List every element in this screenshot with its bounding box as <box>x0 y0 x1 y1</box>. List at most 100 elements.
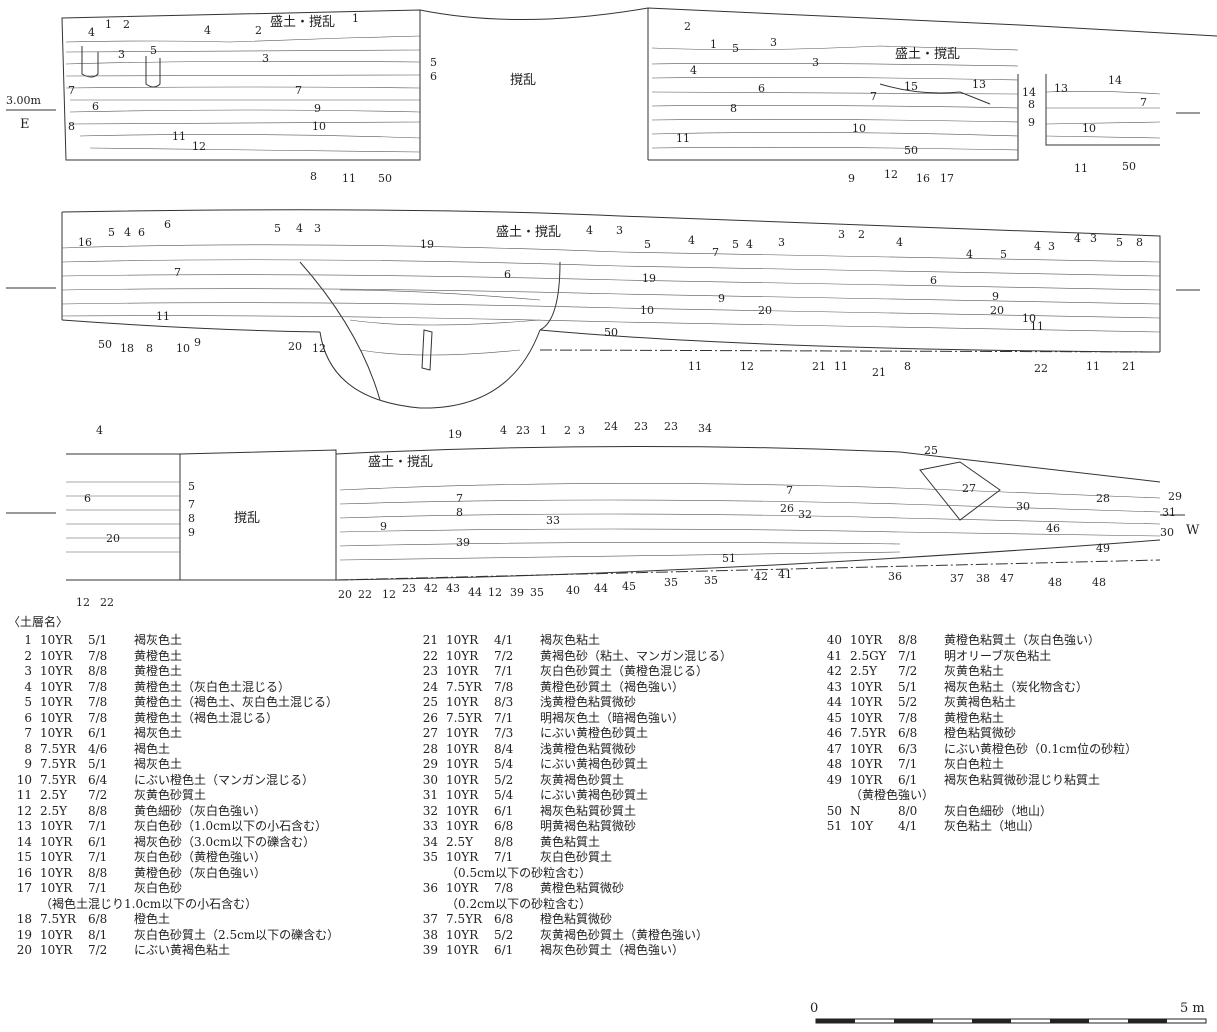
legend-color-code: 10YR <box>40 834 73 849</box>
legend-color-value: 4/1 <box>898 819 918 833</box>
legend-description: 褐灰色砂（3.0cm以下の礫含む） <box>134 834 316 849</box>
legend-number: 33 <box>422 819 438 833</box>
legend-description: 黄橙色土（褐色土混じる） <box>134 710 279 725</box>
legend-number: 8 <box>24 741 32 756</box>
legend-description: 灰白色砂 <box>134 881 183 895</box>
layer-label: 8 <box>188 512 195 525</box>
legend-color-code: 7.5YR <box>446 710 483 725</box>
layer-label: 13 <box>1054 82 1068 95</box>
layer-label: 3 <box>838 228 845 241</box>
layer-label: 11 <box>342 172 356 185</box>
legend-color-value: 6/8 <box>494 912 514 926</box>
legend-description: 灰白色砂（1.0cm以下の小石含む） <box>134 819 328 833</box>
legend-color-code: 10YR <box>446 664 479 678</box>
layer-label: 12 <box>192 140 206 153</box>
layer-label: 6 <box>930 274 937 287</box>
layer-label: 23 <box>664 420 678 433</box>
legend-color-value: 4/1 <box>494 633 514 647</box>
legend-color-value: 6/3 <box>898 741 918 756</box>
legend-color-value: 8/4 <box>494 741 514 756</box>
legend-number: 20 <box>16 943 32 957</box>
layer-label: 20 <box>990 304 1004 317</box>
legend-color-code: 7.5YR <box>850 726 887 740</box>
layer-label: 8 <box>904 360 911 373</box>
layer-label: 50 <box>604 326 618 339</box>
layer-label: 10 <box>1022 312 1036 325</box>
legend-number: 10 <box>16 772 32 787</box>
layer-labels-top-right: 2 1 4 5 3 3 6 7 15 13 14 13 14 8 7 9 10 … <box>676 20 1147 185</box>
top-section <box>6 7 1217 161</box>
layer-label: 14 <box>1108 74 1122 87</box>
legend-color-value: 8/8 <box>88 865 108 880</box>
layer-label: 12 <box>76 596 90 609</box>
layer-label: 6 <box>84 492 91 505</box>
legend-description: 明黄褐色粘質微砂 <box>540 819 637 833</box>
layer-label: 7 <box>295 84 302 97</box>
layer-label: 3 <box>262 52 269 65</box>
layer-label: 16 <box>916 172 930 185</box>
legend-color-value: 8/8 <box>88 803 108 818</box>
legend-color-value: 7/8 <box>88 710 108 725</box>
layer-label: 4 <box>966 248 973 261</box>
legend-color-code: 10YR <box>446 648 479 663</box>
legend-color-code: 2.5Y <box>446 834 474 849</box>
legend-number: 50 <box>826 803 842 818</box>
legend-number: 11 <box>16 788 32 802</box>
legend-color-value: 7/1 <box>494 664 514 678</box>
legend-color-value: 5/2 <box>494 927 514 942</box>
legend-color-code: 10YR <box>446 772 479 787</box>
layer-label: 23 <box>634 420 648 433</box>
layer-label: 4 <box>688 234 695 247</box>
legend-number: 34 <box>422 834 438 849</box>
layer-labels-bottom: 4 5 6 7 8 9 20 12 22 19 4 23 1 2 3 24 23… <box>76 420 1182 609</box>
legend-color-value: 8/0 <box>898 803 918 818</box>
layer-label: 12 <box>382 588 396 601</box>
legend-number: 45 <box>826 710 842 725</box>
legend-description: 褐灰色粘質砂質土 <box>540 803 637 818</box>
legend-color-code: 10YR <box>850 679 883 694</box>
legend-description: 黄褐色砂（粘土、マンガン混じる） <box>540 648 733 663</box>
legend-description: 橙色粘質微砂 <box>540 912 613 926</box>
legend-description: 黄橙色粘質微砂 <box>540 881 625 895</box>
layer-label: 20 <box>288 340 302 353</box>
legend-row: （黄橙色強い） <box>818 788 1137 804</box>
layer-label: 11 <box>1086 360 1100 373</box>
layer-label: 35 <box>530 586 544 599</box>
layer-label: 2 <box>684 20 691 33</box>
layer-label: 4 <box>96 424 103 437</box>
legend-description: 灰白色粒土 <box>944 757 1005 771</box>
legend-color-value: 5/2 <box>898 695 918 709</box>
legend-color-value: 6/1 <box>494 943 514 957</box>
layer-label: 36 <box>888 570 902 583</box>
layer-label: 20 <box>106 532 120 545</box>
layer-label: 39 <box>510 586 524 599</box>
legend-description: 褐灰色粘質微砂混じり粘質土 <box>944 772 1101 787</box>
legend-number: 51 <box>826 819 842 833</box>
legend-description: 褐灰色粘土（炭化物含む） <box>944 679 1089 694</box>
legend-color-code: N <box>850 803 861 818</box>
layer-label: 7 <box>68 84 75 97</box>
layer-label: 11 <box>172 130 186 143</box>
layer-label: 27 <box>962 482 976 495</box>
legend-color-value: 6/8 <box>88 912 108 926</box>
legend-number: 47 <box>826 741 842 756</box>
layer-label: 3 <box>1090 232 1097 245</box>
legend-description: 灰白色砂質土 <box>540 850 613 864</box>
layer-label: 5 <box>188 480 195 493</box>
legend-number: 46 <box>826 726 842 740</box>
legend-number: 23 <box>422 664 438 678</box>
legend-color-code: 10YR <box>850 710 883 725</box>
legend-number: 48 <box>826 757 842 771</box>
legend-row: （褐色土混じり1.0cm以下の小石含む） <box>8 897 339 913</box>
